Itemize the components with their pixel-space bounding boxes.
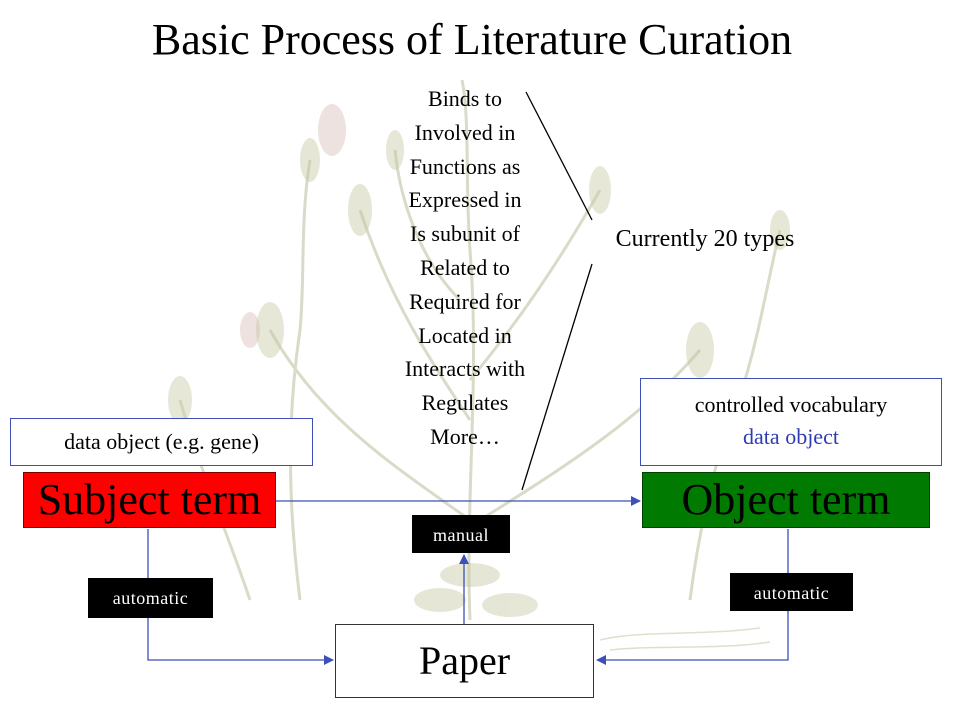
subject-description-box: data object (e.g. gene) <box>10 418 313 466</box>
automatic-tag-left: automatic <box>88 578 213 618</box>
object-term-box: Object term <box>642 472 930 528</box>
relation-type-item: Required for <box>409 288 521 314</box>
relation-type-item: Is subunit of <box>410 221 520 247</box>
relation-type-item: More… <box>430 423 500 449</box>
relation-type-item: Expressed in <box>408 187 522 213</box>
relation-types-count-note: Currently 20 types <box>615 226 795 252</box>
paper-box: Paper <box>335 624 594 698</box>
object-to-paper-arrow <box>596 529 789 665</box>
automatic-tag-right: automatic <box>730 573 853 611</box>
relation-type-item: Binds to <box>428 86 502 111</box>
page-title: Basic Process of Literature Curation <box>151 15 793 64</box>
bracket-line-upper <box>525 91 593 221</box>
relation-type-item: Functions as <box>409 153 521 179</box>
manual-tag: manual <box>412 515 510 553</box>
subject-term-box: Subject term <box>23 472 276 528</box>
relation-type-item: Regulates <box>421 390 509 416</box>
subject-to-paper-arrow <box>147 529 334 665</box>
relation-types-list: Binds to Involved in Functions as Expres… <box>360 82 570 454</box>
bracket-line-lower <box>521 263 593 491</box>
object-description-line1: controlled vocabulary <box>694 392 888 417</box>
object-description-box: controlled vocabulary data object <box>640 378 942 466</box>
object-description-line2: data object <box>743 424 839 449</box>
relation-type-item: Located in <box>418 322 512 348</box>
relation-type-item: Involved in <box>414 119 516 145</box>
relation-type-item: Interacts with <box>404 356 526 382</box>
relation-type-item: Related to <box>420 254 510 280</box>
